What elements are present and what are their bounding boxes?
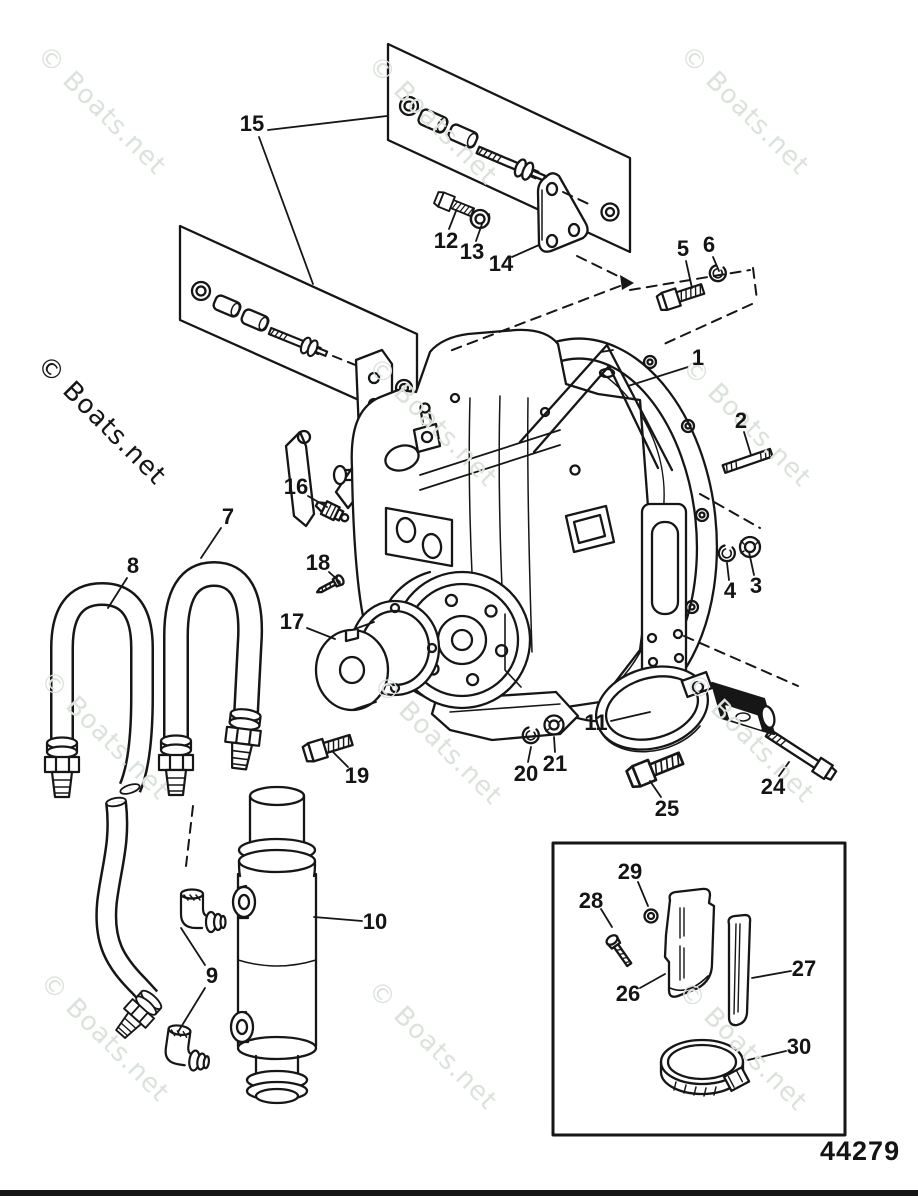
callout-4: 4 <box>723 578 737 603</box>
cooler-side-port <box>229 1010 255 1044</box>
leader-line-30 <box>747 1050 787 1061</box>
hose-8 <box>50 582 154 795</box>
drawing-number: 44279 <box>820 1136 901 1166</box>
hose-fitting <box>157 734 195 797</box>
transmission-housing <box>350 328 719 742</box>
leader-line-28 <box>600 908 613 928</box>
leader-line-18 <box>328 571 341 583</box>
callout-11: 11 <box>584 710 608 735</box>
callout-27: 27 <box>791 956 817 981</box>
leader-line-9 <box>180 927 206 966</box>
oil-cooler-10 <box>229 785 318 1105</box>
leader-line-12 <box>448 210 457 230</box>
leader-line-10 <box>313 916 363 922</box>
leader-line-21 <box>553 736 556 753</box>
leader-line-14 <box>511 244 540 258</box>
callout-9: 9 <box>205 963 219 988</box>
leader-line-7 <box>200 527 222 559</box>
leader-line-15 <box>267 115 388 131</box>
leader-line-2 <box>743 431 752 456</box>
leader-line-26 <box>639 973 666 989</box>
hardware-kit-panel-top <box>386 42 632 254</box>
leader-line-17 <box>306 627 336 640</box>
callout-28: 28 <box>578 888 604 913</box>
callout-5: 5 <box>676 236 690 261</box>
alignment-dashes <box>185 191 799 867</box>
lock-washer-6 <box>708 264 727 283</box>
callout-17: 17 <box>279 609 305 634</box>
inset-box <box>551 841 847 1137</box>
leader-line-13 <box>475 223 483 242</box>
callout-26: 26 <box>615 981 641 1006</box>
hose-fitting <box>43 736 81 799</box>
callout-30: 30 <box>786 1034 812 1059</box>
leader-line-9 <box>177 987 206 1033</box>
callout-21: 21 <box>542 751 568 776</box>
callout-10: 10 <box>362 909 388 934</box>
hose-fitting <box>108 985 167 1045</box>
callout-24: 24 <box>760 774 786 799</box>
bolt-19 <box>300 729 356 765</box>
long-hose <box>95 796 159 1006</box>
hose-fitting <box>221 706 265 772</box>
washer-29 <box>643 908 659 924</box>
callout-25: 25 <box>654 796 680 821</box>
callout-20: 20 <box>513 761 539 786</box>
callout-16: 16 <box>283 474 309 499</box>
bolt-24 <box>764 728 838 781</box>
lock-washer-20 <box>521 726 540 745</box>
leader-line-15 <box>258 136 314 285</box>
callout-7: 7 <box>221 504 235 529</box>
leader-line-4 <box>726 562 730 581</box>
leader-line-1 <box>627 366 689 387</box>
nut-13 <box>469 208 491 230</box>
cooler-side-port <box>231 884 257 920</box>
lock-washer-4 <box>717 544 736 563</box>
shield-sleeve-27 <box>727 913 752 1027</box>
leader-line-3 <box>748 551 755 576</box>
hose-7 <box>163 561 264 740</box>
leader-line-20 <box>527 746 532 763</box>
callout-leader-lines <box>107 115 792 1061</box>
bottom-border-rule <box>0 1190 918 1196</box>
leader-line-5 <box>685 260 693 289</box>
callout-2: 2 <box>734 408 748 433</box>
callout-19: 19 <box>344 763 370 788</box>
drive-coupler <box>314 599 441 712</box>
leader-line-11 <box>610 711 651 722</box>
dash-arrowhead <box>620 275 634 290</box>
leader-line-25 <box>649 780 662 798</box>
shield-sleeve-26 <box>663 887 716 998</box>
stud-2 <box>721 447 774 474</box>
leader-line-6 <box>712 256 720 272</box>
hose-clamp-30 <box>659 1038 751 1097</box>
leader-line-29 <box>637 881 649 907</box>
nut-21 <box>543 714 565 736</box>
leader-line-19 <box>332 751 349 768</box>
callout-29: 29 <box>617 859 643 884</box>
elbow-fitting-9 <box>162 1023 215 1074</box>
callout-8: 8 <box>126 553 140 578</box>
leader-line-16 <box>307 495 328 508</box>
elbow-fitting-9 <box>179 888 227 934</box>
leader-line-24 <box>778 761 790 777</box>
callout-1: 1 <box>691 345 705 370</box>
screw-28 <box>605 934 633 968</box>
bracket-plate-14 <box>536 172 589 253</box>
leader-line-8 <box>107 577 128 609</box>
callout-15: 15 <box>239 111 265 136</box>
bolt-25 <box>624 746 687 791</box>
callout-18: 18 <box>305 550 331 575</box>
callout-13: 13 <box>459 239 485 264</box>
callout-3: 3 <box>749 573 763 598</box>
group-bracket-20-21 <box>504 613 522 688</box>
callout-12: 12 <box>433 228 459 253</box>
screw-18 <box>315 574 345 594</box>
callout-14: 14 <box>488 251 514 276</box>
callout-6: 6 <box>702 232 716 257</box>
leader-line-27 <box>751 970 792 979</box>
clamp-11 <box>594 665 776 753</box>
